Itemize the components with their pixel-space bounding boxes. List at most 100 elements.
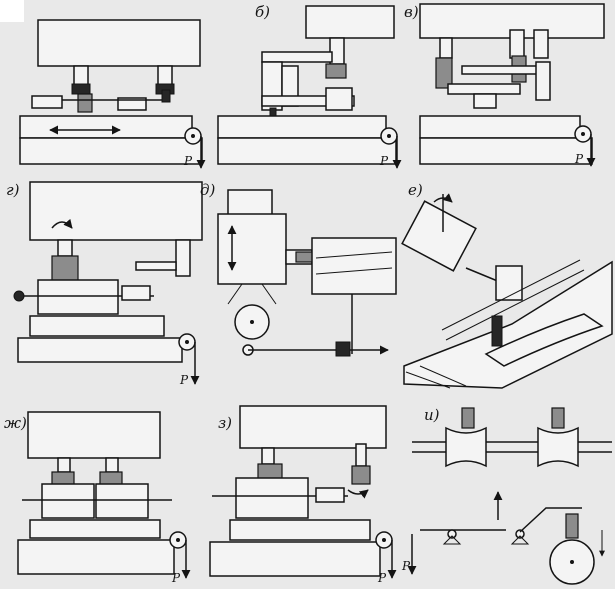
tracer-finger (161, 89, 171, 103)
spindle-head (29, 181, 203, 241)
guide-pin (491, 315, 503, 347)
pivot (515, 529, 525, 539)
panel-label: в) (404, 3, 419, 21)
spindle-head (239, 405, 387, 449)
workpiece-drum (37, 279, 119, 315)
ram-top (227, 189, 273, 217)
tracer-finger (351, 465, 371, 485)
lower-arm (447, 83, 521, 95)
rotation-arrow (51, 218, 73, 229)
spindle-head (37, 19, 201, 67)
force-label: P (171, 571, 181, 585)
panel-z: з) P (209, 405, 397, 585)
table (29, 519, 161, 539)
tracer-link (227, 283, 243, 305)
panel-label: г) (6, 181, 20, 199)
pivot-support (510, 535, 530, 545)
pivot (447, 529, 457, 539)
spindle (439, 37, 453, 59)
tracer-column (535, 61, 551, 101)
panel-label: ж) (4, 414, 27, 432)
template-collar (315, 487, 345, 503)
workpiece-profile (445, 426, 487, 468)
spindle (261, 447, 275, 465)
bed-surface (403, 260, 613, 389)
template-collar (121, 285, 151, 301)
table (19, 115, 193, 139)
panel-e: е) (401, 181, 613, 389)
workpiece (31, 95, 63, 109)
bell-crank (519, 507, 582, 533)
panel-label: е) (408, 181, 423, 199)
template-plate (484, 313, 604, 367)
panel-label: б) (255, 3, 270, 21)
cam-groove (315, 267, 393, 275)
tracer-arm (135, 261, 177, 271)
panel-v: в) P (404, 3, 605, 167)
panel-zh: ж) P (4, 411, 191, 585)
machine-bed (419, 137, 593, 165)
tracer-finger (551, 407, 565, 429)
rotation-arrow (433, 193, 453, 203)
table (217, 115, 387, 139)
panel-a: P (19, 19, 206, 169)
table (29, 315, 165, 337)
template (117, 97, 147, 111)
cylinder-workpiece (401, 200, 477, 272)
pulley-axle (382, 538, 386, 542)
panel-g: г) P (6, 181, 203, 387)
cutter (461, 407, 475, 429)
machine-bed (209, 541, 381, 577)
machine-bed (17, 539, 175, 575)
panel-label: и) (424, 406, 440, 424)
cam-axle (570, 560, 574, 564)
rotation-arrow (347, 489, 369, 499)
pulley-axle (185, 340, 189, 344)
force-label: P (179, 373, 189, 387)
corner-patch (0, 0, 24, 22)
force-label: P (379, 154, 389, 168)
template-profile (537, 426, 579, 468)
machine-bed (19, 137, 203, 165)
collet (71, 83, 91, 95)
cam-axle (250, 320, 254, 324)
spindle (57, 457, 71, 473)
handwheel (13, 290, 25, 302)
pulley-axle (191, 134, 195, 138)
tracer-link (261, 283, 277, 305)
spindle (533, 29, 549, 59)
spindle (105, 457, 119, 473)
pulley-axle (176, 538, 180, 542)
shaft (465, 267, 501, 283)
table (419, 115, 581, 139)
machine-bed (17, 337, 183, 363)
cam-groove (315, 251, 393, 259)
panel-d: д) (200, 181, 397, 357)
pivot-support (442, 535, 462, 545)
force-label: P (183, 154, 193, 168)
panel-label: д) (200, 181, 216, 199)
spindle (509, 29, 525, 59)
template-drum (95, 483, 149, 519)
machine-bed (217, 137, 397, 165)
workpiece-drum (235, 477, 309, 519)
vertical-slide (217, 213, 287, 285)
link-rod (461, 65, 543, 75)
hatch (405, 371, 451, 389)
table (229, 519, 371, 541)
panel-i: и) P (401, 406, 612, 585)
rotary-chuck (473, 93, 497, 109)
tracer-spindle (175, 239, 191, 277)
follower (565, 513, 579, 539)
pulley-axle (581, 132, 585, 136)
force-label: P (377, 571, 387, 585)
panel-b: б) P (217, 3, 402, 169)
rack (441, 259, 581, 331)
roller-clamp (495, 265, 523, 301)
cutter (325, 63, 347, 79)
rotary-drum (311, 237, 397, 295)
spindle-head (305, 5, 395, 39)
rack (445, 269, 585, 341)
force-label: P (401, 559, 411, 573)
